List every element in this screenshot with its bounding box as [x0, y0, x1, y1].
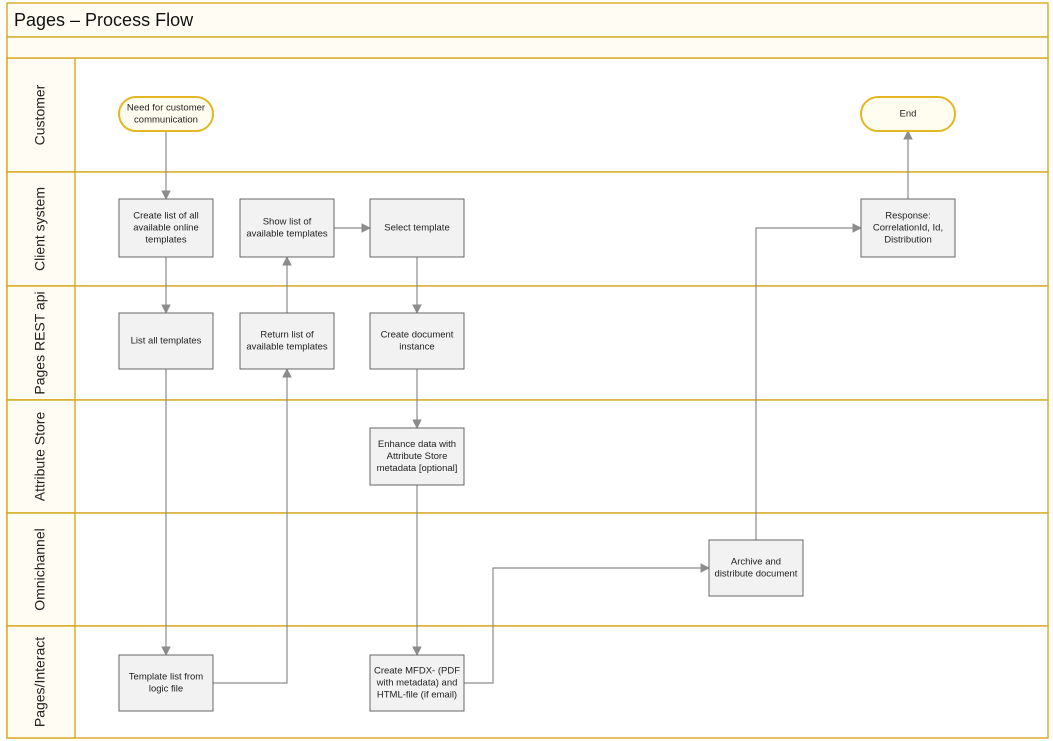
node-label-line: Archive and	[731, 557, 781, 568]
process-box	[239, 312, 335, 370]
node-label-line: available templates	[246, 342, 328, 353]
lane-header	[6, 285, 76, 401]
lane-label: Customer	[32, 84, 48, 145]
process-box	[369, 427, 465, 486]
lane-body	[6, 512, 1049, 627]
diagram-title: Pages – Process Flow	[14, 10, 194, 30]
arrow-archive-to-response	[755, 223, 862, 540]
node-label-line: templates	[145, 235, 186, 246]
process-box	[118, 312, 214, 370]
lane-omni: Omnichannel	[6, 512, 1049, 627]
node-label-line: Distribution	[884, 235, 932, 246]
arrow-tpl_logic-to-return_list	[213, 368, 292, 684]
node-label-line: metadata [optional]	[377, 463, 458, 474]
node-label-line: available online	[133, 223, 199, 234]
node-label-line: available templates	[246, 229, 328, 240]
node-select: Select template	[369, 198, 465, 258]
node-label-line: Need for customer	[127, 103, 205, 114]
lane-header	[6, 171, 76, 287]
node-label-line: Template list from	[129, 672, 204, 683]
node-label-line: Show list of	[263, 217, 312, 228]
node-label-line: List all templates	[131, 336, 202, 347]
process-box	[118, 198, 214, 258]
node-label-line: Create list of all	[133, 211, 198, 222]
node-label-line: Select template	[384, 223, 449, 234]
node-label-line: communication	[134, 115, 198, 126]
lane-label: Client system	[32, 187, 48, 271]
lane-body	[6, 399, 1049, 514]
lane-header	[6, 512, 76, 627]
process-box	[860, 198, 956, 258]
connectors	[161, 130, 913, 684]
lane-label: Omnichannel	[32, 528, 48, 611]
lane-label: Pages/Interact	[32, 637, 48, 727]
node-label-line: HTML-file (if email)	[377, 690, 457, 701]
node-label-line: distribute document	[715, 569, 798, 580]
node-label-line: Attribute Store	[387, 451, 448, 462]
arrow-mfdx-to-archive	[464, 563, 710, 684]
lane-label: Attribute Store	[32, 412, 48, 502]
title-bar	[6, 2, 1049, 38]
node-label-line: Create MFDX- (PDF	[374, 666, 460, 677]
process-box	[369, 198, 465, 258]
node-label-line: CorrelationId, Id,	[873, 223, 943, 234]
node-label-line: End	[900, 109, 917, 120]
lane-header	[6, 57, 76, 173]
lane-header	[6, 625, 76, 739]
node-list_all: List all templates	[118, 312, 214, 370]
lane-attr: Attribute Store	[6, 399, 1049, 514]
header-band	[6, 36, 1049, 59]
node-label-line: instance	[399, 342, 434, 353]
node-response: Response:CorrelationId, Id,Distribution	[860, 198, 956, 258]
title-area: Pages – Process Flow	[6, 2, 1049, 59]
process-box	[708, 539, 804, 597]
node-end: End	[860, 96, 956, 132]
process-box	[118, 654, 214, 712]
process-box	[369, 654, 465, 712]
node-label-line: Response:	[885, 211, 930, 222]
lane-header	[6, 399, 76, 514]
node-label-line: with metadata) and	[376, 678, 458, 689]
process-box	[239, 198, 335, 258]
node-label-line: Create document	[381, 330, 454, 341]
process-box	[369, 312, 465, 370]
node-label-line: logic file	[149, 684, 183, 695]
lane-label: Pages REST api	[32, 291, 48, 394]
terminator-shape	[118, 96, 214, 132]
node-label-line: Return list of	[260, 330, 314, 341]
terminator-shape	[860, 96, 956, 132]
node-label-line: Enhance data with	[378, 439, 456, 450]
